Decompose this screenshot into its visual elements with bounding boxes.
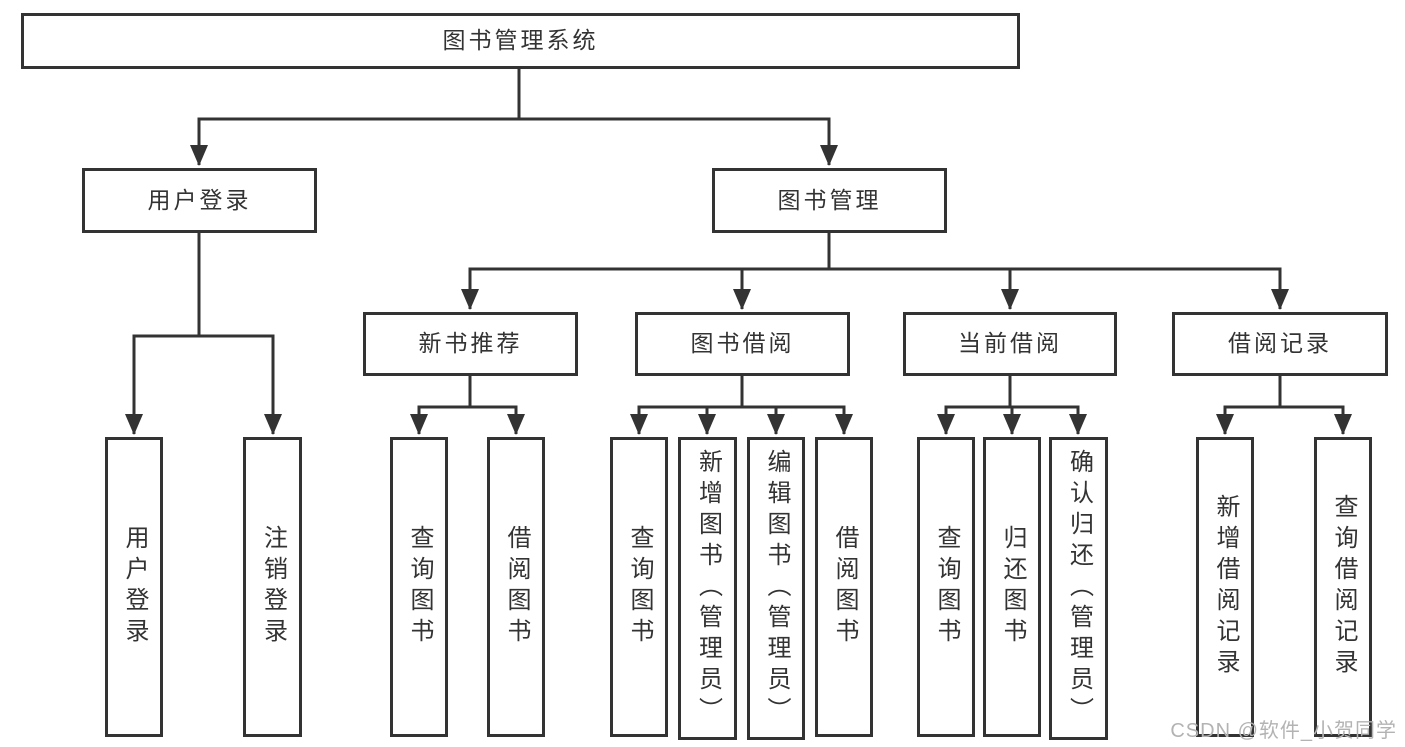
node-new-book-recommend: 新书推荐 <box>363 312 578 376</box>
node-borrowing-records-label: 借阅记录 <box>1228 330 1332 357</box>
leaf-edit-books-admin-label: 编辑图书（管理员） <box>763 449 790 728</box>
leaf-query-books-current: 查询图书 <box>917 437 975 737</box>
leaf-borrow-books-borrowing-label: 借阅图书 <box>831 525 858 649</box>
node-current-borrowing-label: 当前借阅 <box>958 330 1062 357</box>
connector-line <box>1223 376 1345 409</box>
connector-line <box>197 69 831 121</box>
connector-line <box>417 376 518 409</box>
node-user-login-label: 用户登录 <box>147 186 252 213</box>
leaf-add-borrow-record: 新增借阅记录 <box>1196 437 1254 737</box>
node-borrowing-records: 借阅记录 <box>1172 312 1388 376</box>
leaf-add-books-admin: 新增图书（管理员） <box>678 437 737 740</box>
node-book-borrowing: 图书借阅 <box>635 312 850 376</box>
connector-line <box>637 376 846 409</box>
leaf-confirm-return-admin: 确认归还（管理员） <box>1049 437 1108 740</box>
node-book-management-label: 图书管理 <box>777 186 882 213</box>
leaf-query-books-recommend-label: 查询图书 <box>406 525 433 649</box>
leaf-query-borrow-record-label: 查询借阅记录 <box>1330 494 1357 680</box>
leaf-return-books-label: 归还图书 <box>999 525 1026 649</box>
leaf-query-books-recommend: 查询图书 <box>390 437 448 737</box>
leaf-logout-label: 注销登录 <box>259 525 287 649</box>
leaf-edit-books-admin: 编辑图书（管理员） <box>747 437 805 740</box>
connector-line <box>132 233 275 338</box>
leaf-query-borrow-record: 查询借阅记录 <box>1314 437 1372 737</box>
connector-line <box>468 233 1282 271</box>
node-library-system: 图书管理系统 <box>21 13 1020 69</box>
node-new-book-recommend-label: 新书推荐 <box>418 330 523 357</box>
watermark: CSDN @软件_小贺同学 <box>1170 720 1397 742</box>
node-book-management: 图书管理 <box>712 168 947 233</box>
leaf-logout: 注销登录 <box>243 437 302 737</box>
leaf-borrow-books-borrowing: 借阅图书 <box>815 437 873 737</box>
leaf-borrow-books-recommend: 借阅图书 <box>487 437 545 737</box>
leaf-query-books-current-label: 查询图书 <box>933 525 960 649</box>
leaf-user-login-label: 用户登录 <box>121 525 148 649</box>
leaf-user-login: 用户登录 <box>105 437 163 737</box>
leaf-add-books-admin-label: 新增图书（管理员） <box>694 449 722 728</box>
connector-line <box>944 376 1080 409</box>
node-user-login: 用户登录 <box>82 168 317 233</box>
leaf-borrow-books-recommend-label: 借阅图书 <box>503 525 530 649</box>
leaf-confirm-return-admin-label: 确认归还（管理员） <box>1065 449 1093 728</box>
leaf-return-books: 归还图书 <box>983 437 1041 737</box>
leaf-query-books-borrowing-label: 查询图书 <box>626 525 653 649</box>
leaf-add-borrow-record-label: 新增借阅记录 <box>1212 494 1239 680</box>
node-library-system-label: 图书管理系统 <box>442 27 599 54</box>
leaf-query-books-borrowing: 查询图书 <box>610 437 668 737</box>
node-current-borrowing: 当前借阅 <box>903 312 1117 376</box>
node-book-borrowing-label: 图书借阅 <box>690 330 795 357</box>
